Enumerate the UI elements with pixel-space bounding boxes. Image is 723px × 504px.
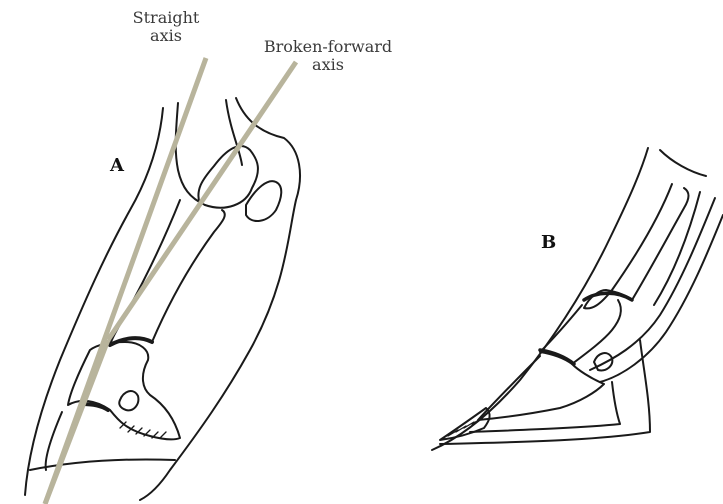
- hoof-b-dorsal-line: [660, 150, 706, 176]
- hoof-a-laminae: [120, 422, 166, 438]
- hoof-b-long-pastern-bone: [584, 184, 689, 308]
- hoof-a-sole: [30, 459, 175, 470]
- hoof-a-sesamoid: [246, 181, 281, 221]
- hoof-a-navicular: [119, 391, 138, 410]
- hoof-b: [432, 148, 723, 450]
- straight-axis-label-line-2: axis: [130, 27, 202, 45]
- panel-a-label: A: [110, 155, 124, 176]
- hoof-b-toe-wedge: [440, 408, 490, 440]
- hoof-b-toe-fill: [448, 418, 482, 436]
- hoof-a-coffin-joint: [82, 404, 108, 410]
- broken-forward-axis-label-line-1: Broken-forward: [244, 38, 412, 56]
- broken-forward-axis-line: [108, 62, 296, 340]
- hoof-b-tendon-2: [600, 215, 723, 382]
- panel-b-label: B: [541, 232, 556, 253]
- hoof-b-coffin-bone: [478, 356, 604, 420]
- straight-axis-label: Straight axis: [130, 9, 202, 45]
- hoof-b-navicular: [594, 353, 612, 370]
- hoof-a-pastern-left: [176, 103, 205, 205]
- broken-forward-axis-label: Broken-forward axis: [244, 38, 412, 74]
- straight-axis-label-line-1: Straight: [130, 9, 202, 27]
- broken-forward-axis-label-line-2: axis: [244, 56, 412, 74]
- broken-forward-axis-lower-line: [45, 340, 108, 504]
- axis-lines: [45, 58, 296, 504]
- hoof-a-outer-wall: [25, 108, 163, 495]
